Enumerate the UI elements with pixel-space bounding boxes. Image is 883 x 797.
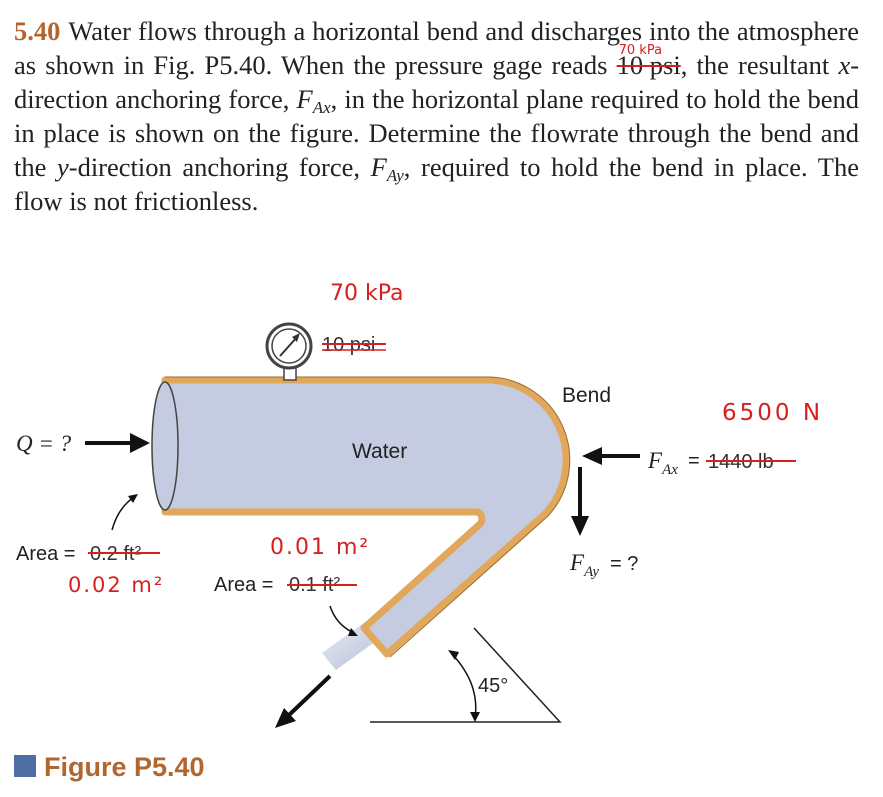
struck-reading: 10 psi <box>616 50 681 80</box>
angle-arc <box>451 653 477 719</box>
inlet-section <box>151 381 179 511</box>
problem-text-4: , in the horizontal plane required to ho… <box>14 84 860 182</box>
problem-text-2: , the resultant <box>680 50 830 80</box>
force-x-symbol: FAx <box>296 84 331 117</box>
y-variable: y <box>56 152 69 182</box>
inlet-area-label: Area = <box>16 543 75 565</box>
x-variable: x <box>838 50 851 80</box>
outlet-area-handwritten: 0.01 m² <box>270 535 370 560</box>
problem-text-5: -direction anchoring force, <box>68 152 360 182</box>
outlet-area-label: Area = <box>214 574 273 596</box>
problem-number: 5.40 <box>14 16 61 46</box>
angle-label: 45° <box>478 675 508 697</box>
angle-triangle <box>370 627 562 723</box>
force-ax-eq: = <box>688 450 700 472</box>
gage-handwritten-label: 70 kPa <box>330 281 404 306</box>
pressure-reading: 70 kPa 10 psi <box>616 43 681 82</box>
force-ax-handwritten: 6500 N <box>722 400 823 426</box>
problem-text-6: , required to hold the bend in place. Th… <box>14 152 859 216</box>
flow-label: Q = ? <box>16 431 72 456</box>
inlet-area-handwritten: 0.02 m² <box>68 573 164 597</box>
force-ax-label: FAx <box>647 448 678 478</box>
bend-label: Bend <box>562 384 611 407</box>
inlet-leader-line <box>111 496 135 531</box>
pipe-body <box>161 376 570 658</box>
outlet-leader-line <box>329 605 353 633</box>
caption-square-icon <box>14 755 36 777</box>
water-label: Water <box>352 440 407 463</box>
discharge-arrow <box>286 674 332 718</box>
force-ay-label: FAy <box>569 550 599 580</box>
force-y-symbol: FAy <box>370 152 404 185</box>
force-ay-eq: = ? <box>610 553 638 575</box>
problem-text-3: -direction anchoring force, <box>14 50 860 114</box>
caption-text: Figure P5.40 <box>44 752 205 782</box>
handwritten-reading: 70 kPa <box>618 43 663 58</box>
figure-caption: Figure P5.40 <box>14 752 205 783</box>
problem-text-1: Water flows through a horizontal bend an… <box>14 16 859 80</box>
